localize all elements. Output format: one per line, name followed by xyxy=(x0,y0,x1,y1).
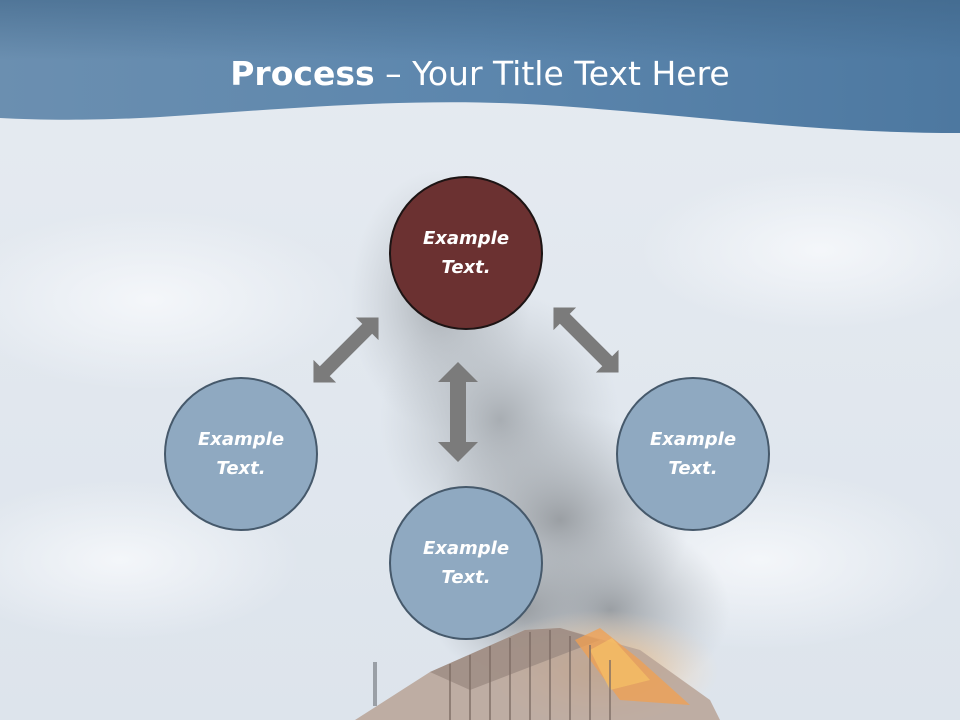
title-rest: – Your Title Text Here xyxy=(374,54,730,93)
node-top-line2: Text. xyxy=(441,257,491,278)
node-right-line1: Example xyxy=(649,429,737,450)
double-arrow-vertical xyxy=(438,362,478,462)
double-arrow-left xyxy=(313,317,379,383)
node-left-line1: Example xyxy=(197,429,285,450)
node-right-line2: Text. xyxy=(668,458,718,479)
node-top-line1: Example xyxy=(422,228,510,249)
double-arrow-right xyxy=(553,307,619,373)
header-band xyxy=(0,0,960,133)
node-left-line2: Text. xyxy=(216,458,266,479)
node-bottom-line2: Text. xyxy=(441,567,491,588)
slide-title: Process – Your Title Text Here xyxy=(0,52,960,96)
node-bottom-line1: Example xyxy=(422,538,510,559)
title-bold: Process xyxy=(230,54,375,93)
